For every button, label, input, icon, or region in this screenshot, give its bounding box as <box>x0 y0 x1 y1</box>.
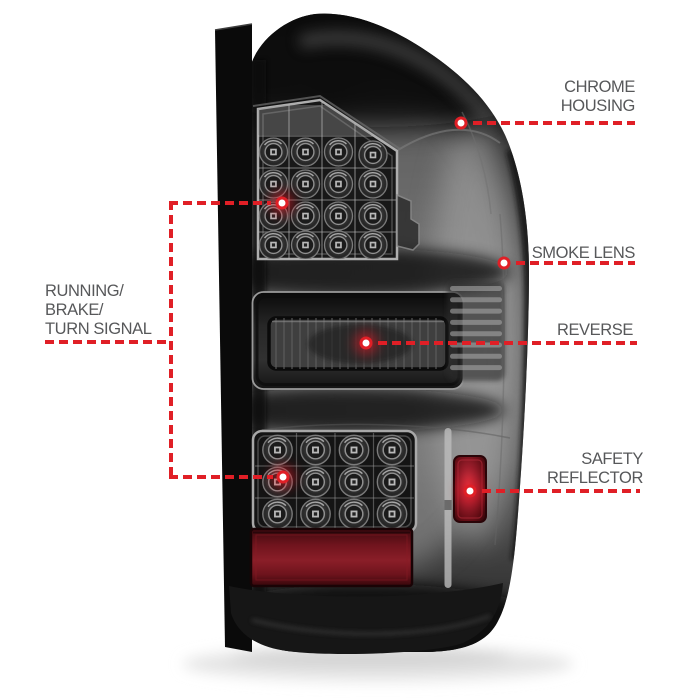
callout-line-smoke-lens <box>516 261 635 265</box>
callout-label-safety-reflector: SAFETY REFLECTOR <box>546 450 643 487</box>
callout-dot-safety-reflector <box>463 484 477 498</box>
callout-label-running-brake-turn-signal: RUNNING/ BRAKE/ TURN SIGNAL <box>45 282 152 338</box>
lens-ribs <box>447 281 505 381</box>
callout-dot-smoke-lens <box>497 256 511 270</box>
callout-line-safety-reflector <box>482 489 640 493</box>
chrome-housing-area <box>252 94 401 150</box>
callout-dot-running-bottom <box>276 470 290 484</box>
housing-base <box>229 583 503 655</box>
callout-label-smoke-lens: SMOKE LENS <box>531 244 636 262</box>
callout-line-running-vertical <box>169 201 173 481</box>
callout-line-reverse <box>378 341 637 345</box>
callout-line-running-mid <box>45 340 171 344</box>
callout-label-chrome-housing: CHROME HOUSING <box>560 78 636 115</box>
callout-dot-chrome-housing <box>454 116 468 130</box>
callout-dot-running-top <box>275 196 289 210</box>
mounting-flange <box>214 23 253 652</box>
lower-led-array <box>251 429 418 534</box>
callout-line-running-top <box>169 201 271 205</box>
reverse-light <box>251 291 465 390</box>
safety-reflector <box>444 428 487 588</box>
bottom-reflector-bar <box>249 527 414 588</box>
callout-line-running-bottom <box>169 475 273 479</box>
callout-dot-reverse <box>359 336 373 350</box>
callout-label-reverse: REVERSE <box>556 321 633 339</box>
callout-line-chrome-housing <box>473 121 635 125</box>
